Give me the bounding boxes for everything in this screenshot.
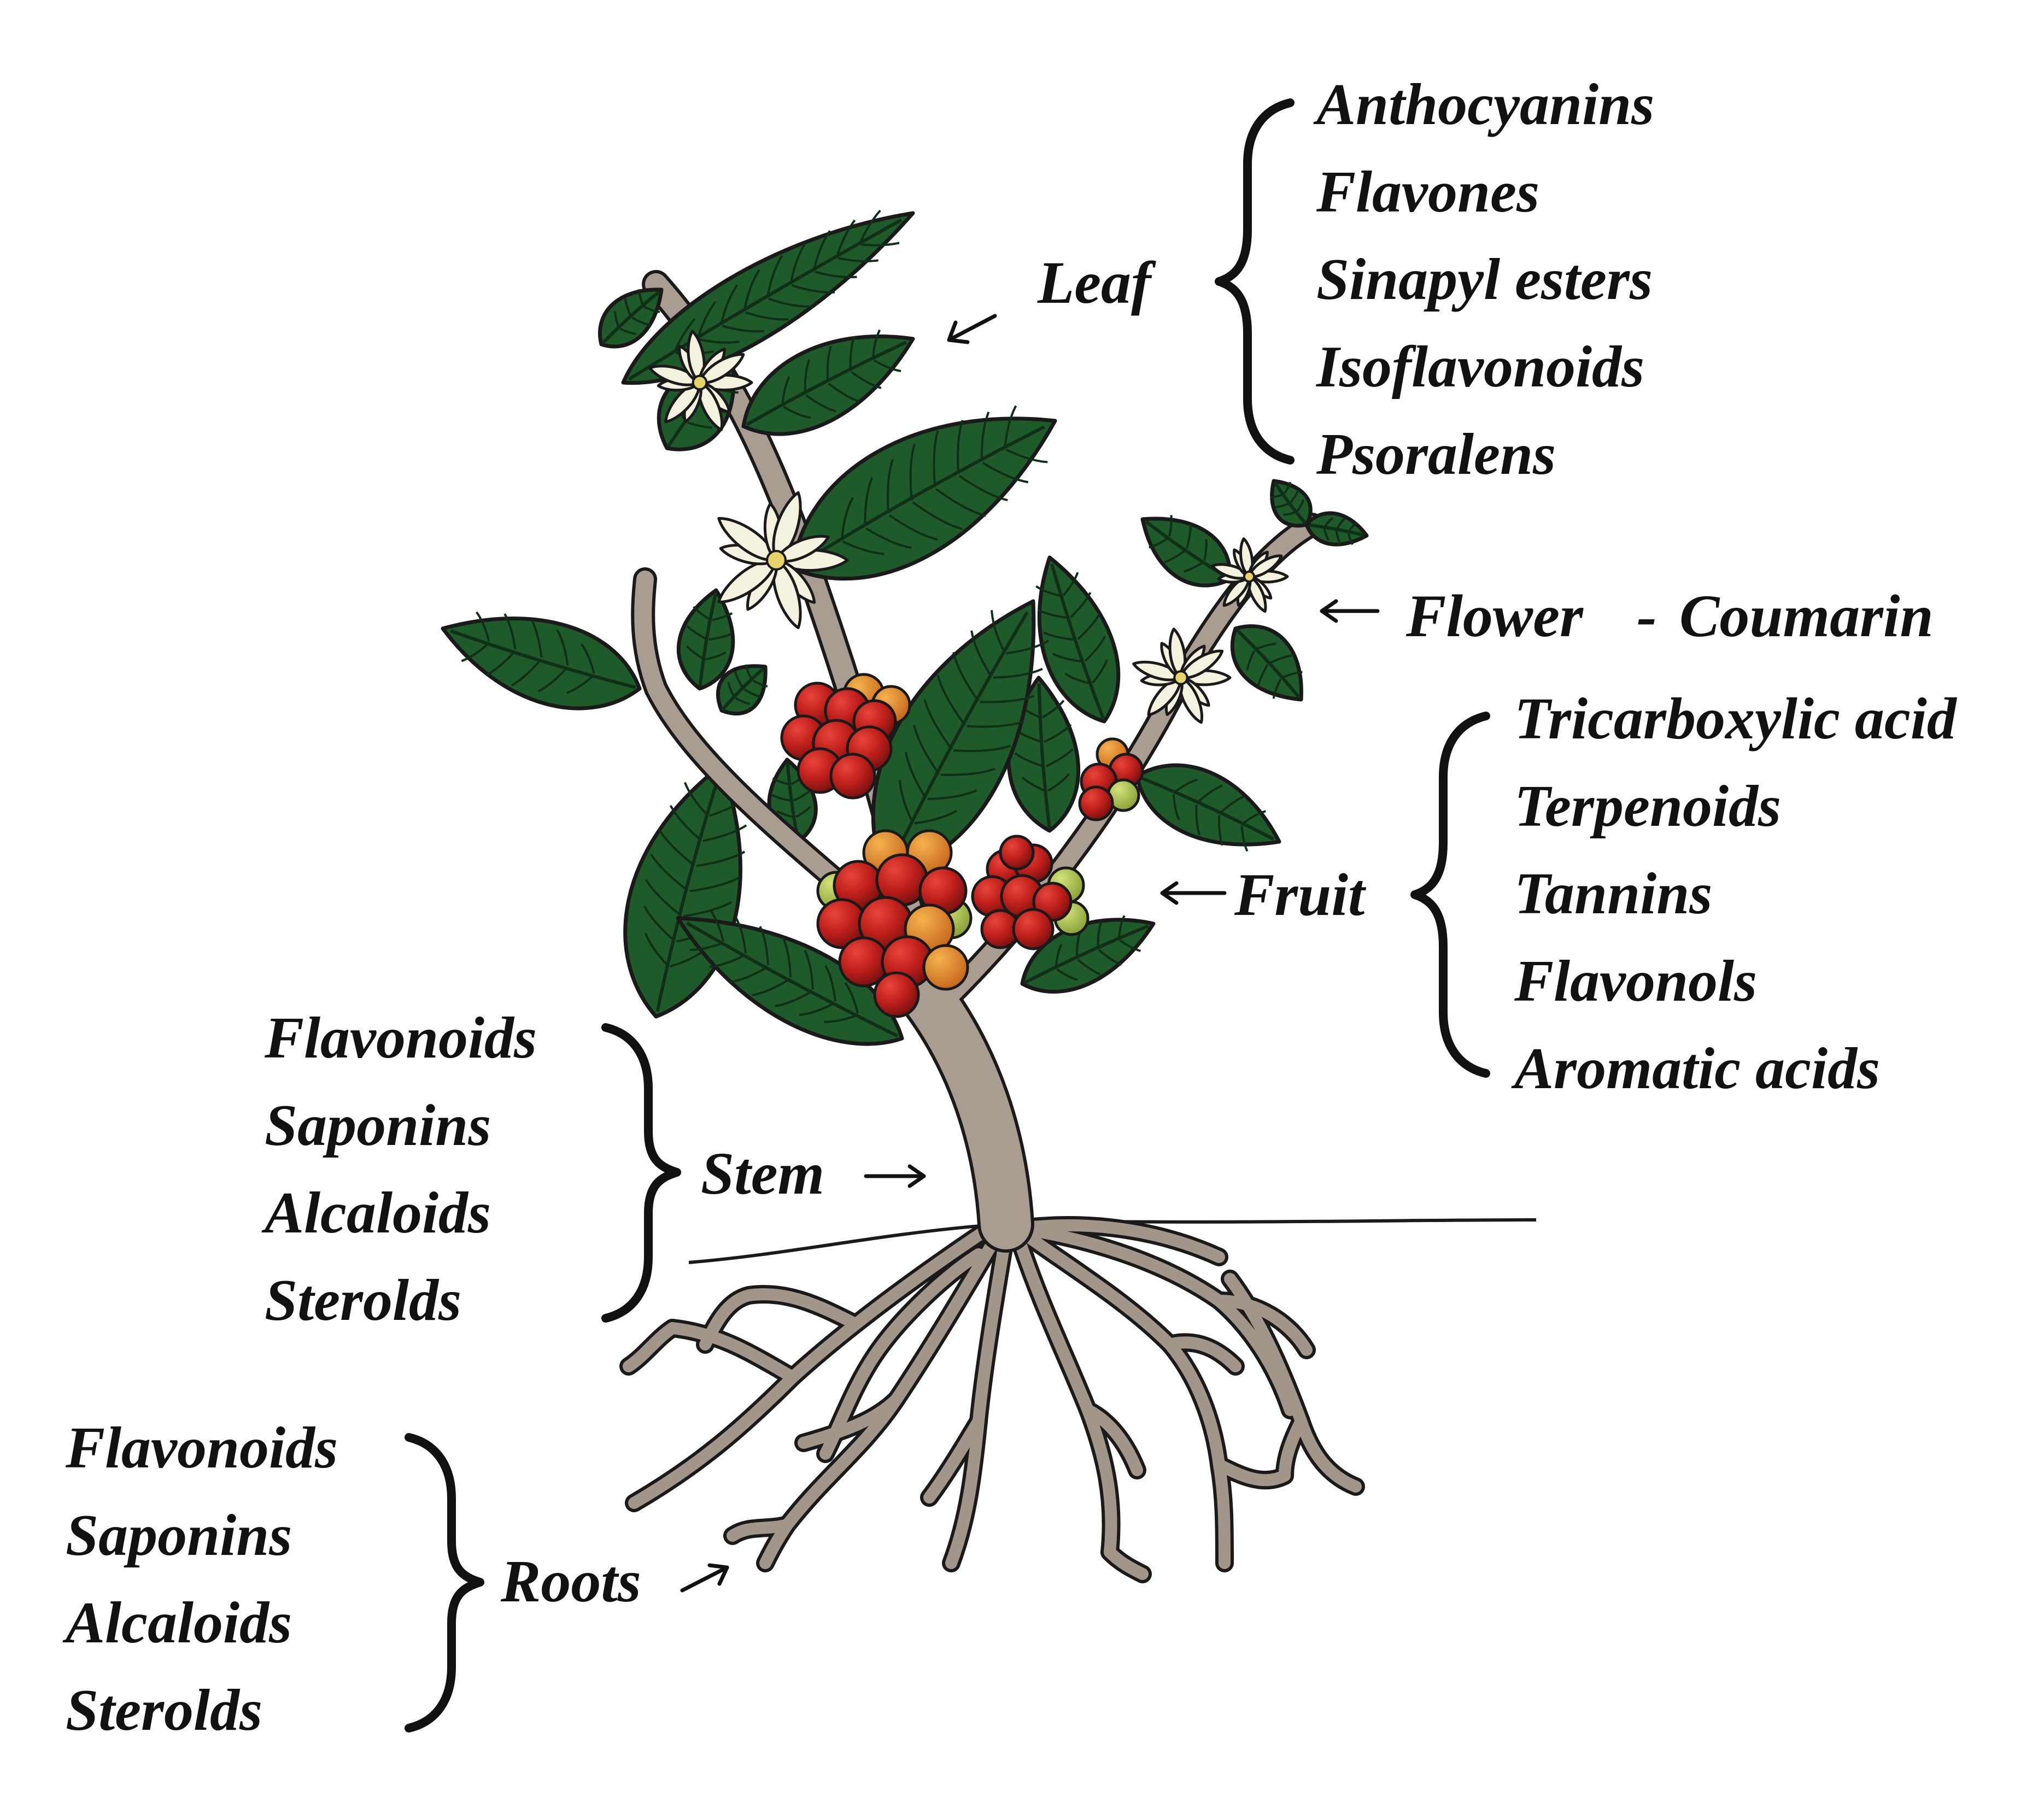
stem-compound-item: Sterolds [265,1268,462,1333]
leaf-compound-item: Anthocyanins [1316,72,1655,137]
stem-compound-item: Saponins [265,1093,491,1158]
leaf-shape [1020,915,1156,994]
leaf-shape [1304,511,1369,547]
leaf-shape [871,599,1049,877]
leaf-compound-item: Psoralens [1316,422,1556,487]
leaf-compound-item: Sinapyl esters [1316,247,1653,312]
roots-compound-item: Saponins [66,1503,292,1568]
berry-shape [999,835,1035,871]
flower-shape [1132,627,1232,724]
stem-compound-item: Alcaloids [265,1181,491,1246]
flower-shape [648,330,753,431]
berry-shape [1078,785,1114,821]
leaf-shape [790,405,1057,581]
leaf-compound-list: Anthocyanins Flavones Sinapyl esters Iso… [1316,61,1654,498]
leaf-shape [1006,676,1081,833]
leaf-arrow-icon [947,314,997,344]
fruit-arrow-icon [1160,881,1227,905]
flower-compound-item: Coumarin [1679,583,1934,649]
roots-compound-list: Flavonoids Saponins Alcaloids Sterolds [66,1405,338,1754]
leaf-shape [1135,763,1281,852]
stem-brace [601,1023,681,1323]
leaf-brace [1215,98,1295,465]
flower-shape [717,491,849,630]
flowers-illustration [648,330,1289,724]
stem-compound-item: Flavonoids [265,1006,537,1071]
roots-arrow-icon [680,1563,729,1593]
leaf-shape [716,664,768,715]
stem-compound-list: Flavonoids Saponins Alcaloids Sterolds [265,995,537,1344]
roots-compound-item: Alcaloids [66,1590,292,1655]
fruit-compound-item: Terpenoids [1514,774,1782,839]
flower-label: Flower [1406,583,1583,649]
flower-shape [1211,537,1289,613]
fruit-compound-item: Tricarboxylic acid [1514,686,1957,751]
leaf-shape [1230,624,1303,702]
leaf-shape [1270,479,1313,528]
roots-illustration [619,1215,1365,1583]
stem-label: Stem [701,1140,825,1207]
leaf-shape [598,287,664,349]
flower-arrow-icon [1320,599,1380,623]
leaf-shape [441,611,642,710]
leaf-label: Leaf [1038,249,1151,316]
leaf-shape [1140,515,1232,588]
berry-shape [922,944,969,991]
roots-compound-item: Flavonoids [66,1416,338,1481]
roots-label: Roots [501,1548,641,1614]
roots-brace [405,1433,484,1733]
flower-separator: - [1637,583,1657,649]
berry-shape [873,971,920,1018]
leaf-shape [741,329,915,436]
fruit-brace [1410,712,1490,1078]
roots-compound-item: Sterolds [66,1678,263,1743]
fruit-compound-item: Aromatic acids [1514,1036,1880,1101]
fruit-illustration [780,673,1144,1018]
berry-shape [829,753,876,800]
leaf-compound-item: Flavones [1316,160,1540,225]
berry-shape [1012,908,1055,950]
fruit-compound-item: Flavonols [1514,949,1758,1014]
leaf-shape [676,588,735,691]
fruit-compound-item: Tannins [1514,861,1713,926]
leaf-shape [676,909,904,1046]
leaf-shape [1035,555,1121,724]
fruit-compound-list: Tricarboxylic acid Terpenoids Tannins Fl… [1514,676,1957,1113]
fruit-label: Fruit [1234,861,1365,928]
leaf-compound-item: Isoflavonoids [1316,334,1645,400]
stem-arrow-icon [864,1164,926,1188]
